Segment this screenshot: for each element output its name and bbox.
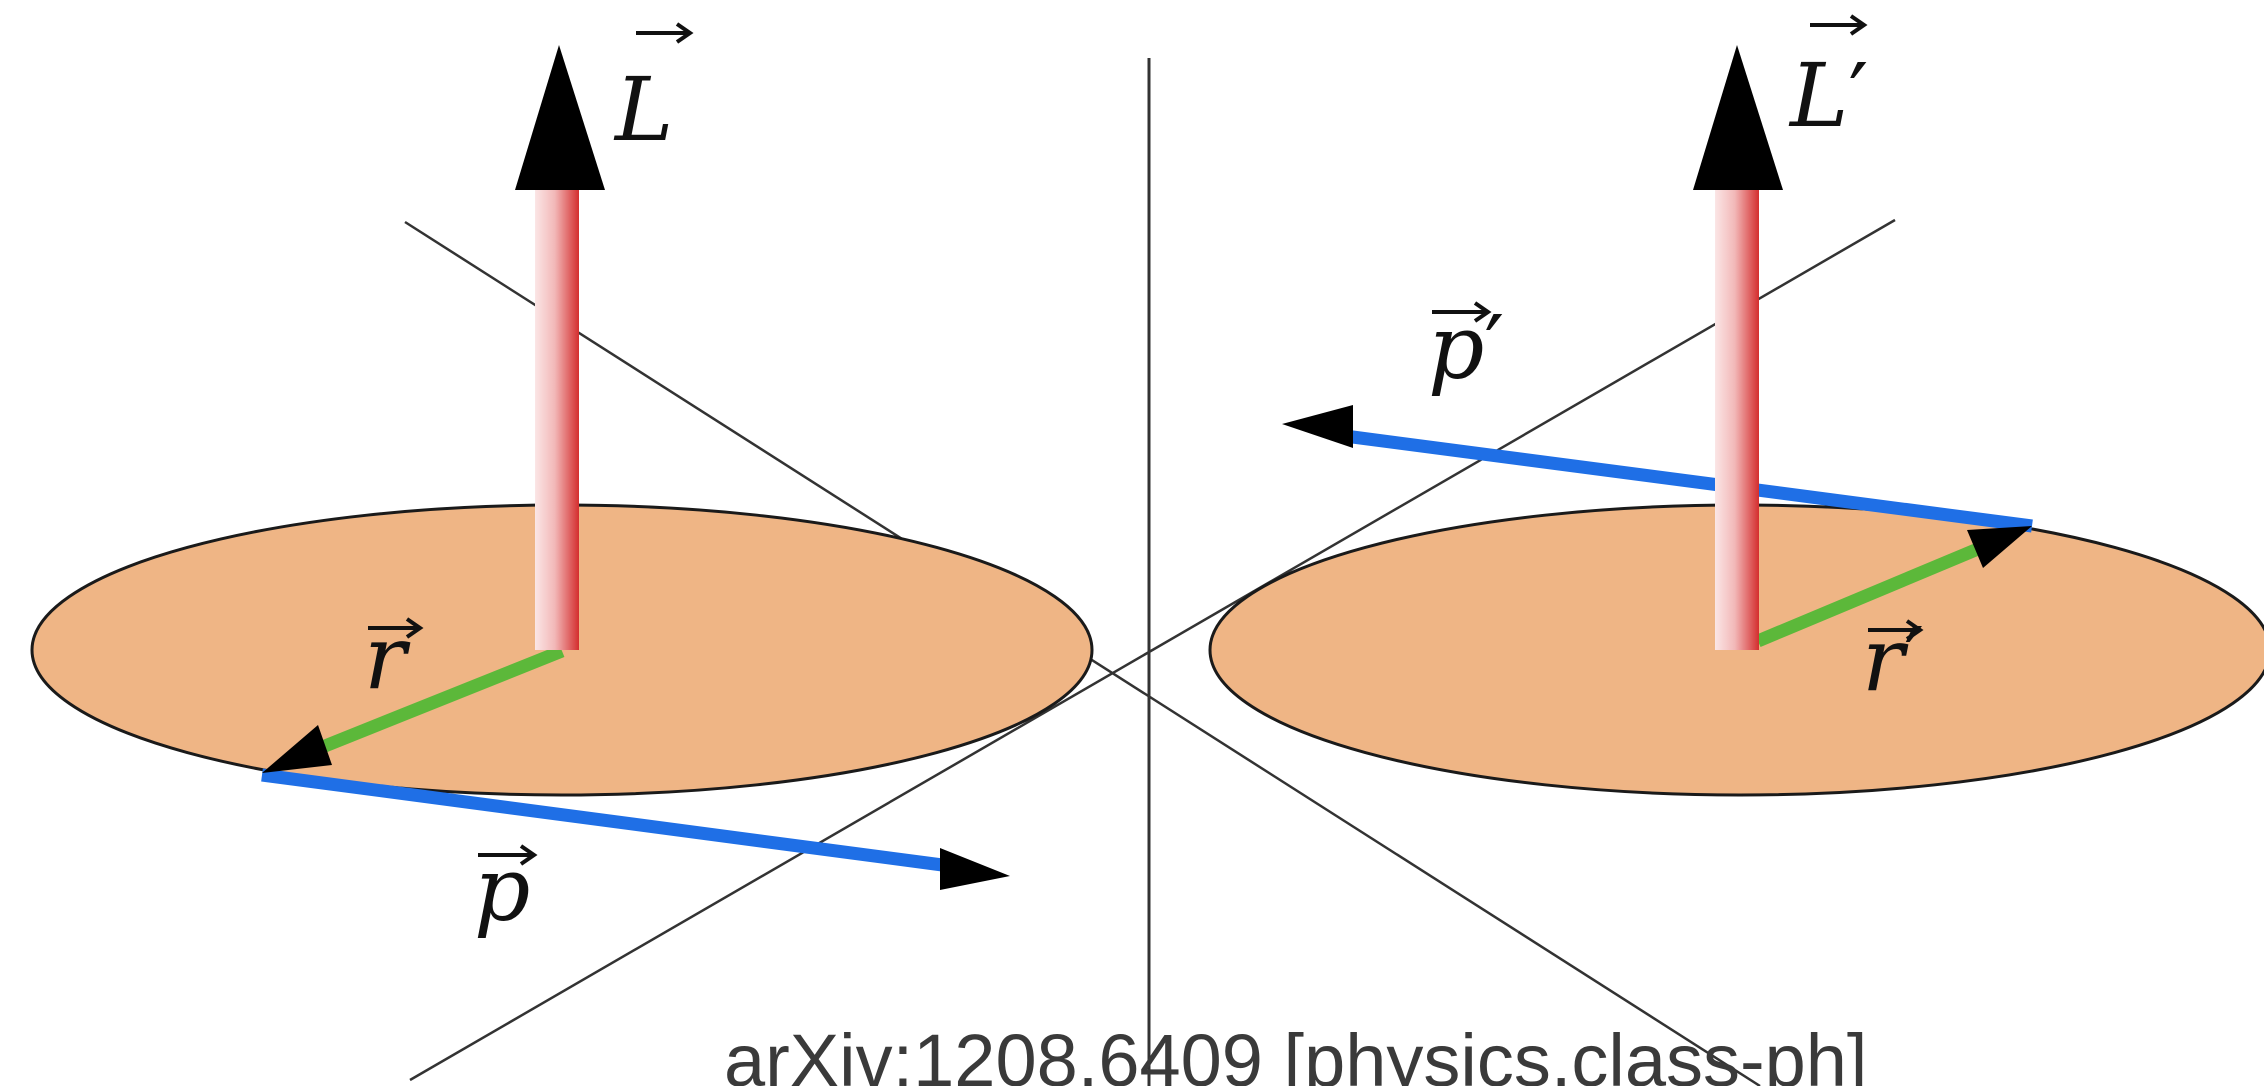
- label-l: L: [613, 58, 673, 161]
- momentum-arrowhead-p: [940, 848, 1010, 890]
- position-vector-r: [317, 644, 565, 755]
- position-arrowhead-r: [262, 725, 332, 773]
- label-p-prime-mark: ′: [1484, 296, 1504, 399]
- vector-arrow-r-tip: [405, 617, 424, 639]
- momentum-vector-p-prime: [1344, 429, 2033, 533]
- label-r-prime-letter: r: [1862, 608, 1909, 711]
- vector-arrow-p-tip: [519, 844, 538, 866]
- vector-arrow-l-prime-tip: [1849, 14, 1868, 36]
- vector-arrow-p-prime-tip: [1473, 301, 1492, 323]
- label-l-prime-letter: L: [1788, 44, 1848, 147]
- momentum-arrowhead-p-prime: [1282, 405, 1353, 448]
- momentum-vector-p: [261, 768, 951, 873]
- position-vector-r-prime: [1755, 540, 1988, 647]
- label-l-prime-mark: ′: [1848, 44, 1868, 147]
- angular-momentum-arrowhead-l: [515, 45, 605, 190]
- angular-momentum-shaft-l-prime: [1715, 190, 1759, 650]
- label-r-prime: r′: [1862, 608, 1924, 711]
- arxiv-caption: arXiv:1208.6409 [physics.class-ph]: [724, 1019, 1868, 1086]
- label-l-prime: L′: [1788, 44, 1868, 147]
- position-arrowhead-r-prime: [1967, 526, 2032, 568]
- reference-line-ascending: [409, 218, 1896, 1082]
- label-r-prime-mark: ′: [1904, 608, 1924, 711]
- vector-arrow-l-tip: [675, 22, 694, 44]
- angular-momentum-shaft-l: [535, 190, 579, 650]
- angular-momentum-arrowhead-l-prime: [1693, 45, 1783, 190]
- label-r: r: [364, 606, 411, 709]
- vector-arrow-r-prime-tip: [1905, 619, 1924, 641]
